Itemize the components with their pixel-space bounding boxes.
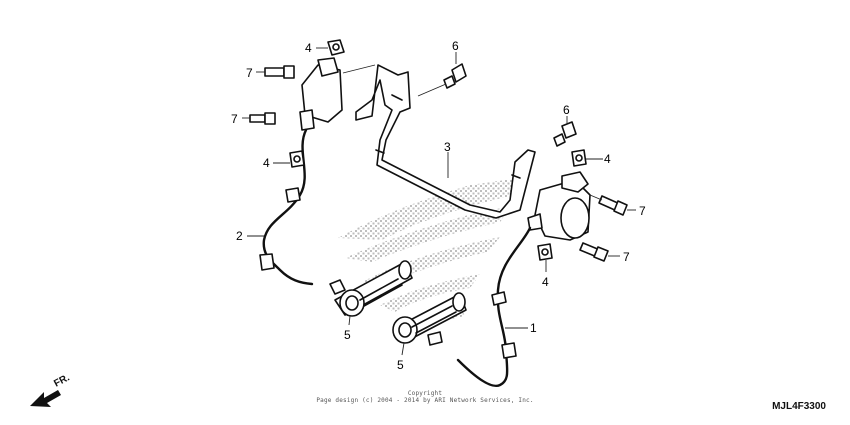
bolt-6b <box>553 121 577 147</box>
callout-6b: 6 <box>563 103 570 117</box>
spark-plug-cap-left <box>329 260 413 317</box>
callout-3: 3 <box>444 140 451 154</box>
callout-4b: 4 <box>263 156 270 170</box>
ignition-coil-left <box>259 57 343 286</box>
bolt-7b <box>249 112 276 125</box>
callout-6a: 6 <box>452 39 459 53</box>
callout-7a: 7 <box>246 66 253 80</box>
callout-5b: 5 <box>397 358 404 372</box>
callout-7d: 7 <box>623 250 630 264</box>
callout-7b: 7 <box>231 112 238 126</box>
bolt-7d <box>579 242 609 262</box>
ignition-coil-bracket <box>355 64 536 219</box>
clip-4b <box>289 150 305 168</box>
callout-2: 2 <box>236 229 243 243</box>
copyright-notice: Page design (c) 2004 - 2014 by ARI Netwo… <box>316 397 534 404</box>
front-direction-label: FR. <box>52 372 72 389</box>
callout-4c: 4 <box>604 152 611 166</box>
callout-4a: 4 <box>305 41 312 55</box>
clip-4c <box>571 149 587 167</box>
clip-4d <box>537 243 553 261</box>
callout-5a: 5 <box>344 328 351 342</box>
bolt-7a <box>264 65 295 79</box>
diagram-code: MJL4F3300 <box>772 401 826 412</box>
ignition-coil-right <box>456 171 591 388</box>
callout-1: 1 <box>530 321 537 335</box>
callout-4d: 4 <box>542 275 549 289</box>
spark-plug-cap-right <box>392 292 467 346</box>
bolt-7c <box>598 195 628 216</box>
clip-4a <box>327 39 345 56</box>
bolt-6a <box>443 63 467 89</box>
copyright-title: Copyright <box>407 390 443 397</box>
leader-lines <box>242 47 636 356</box>
callout-7c: 7 <box>639 204 646 218</box>
